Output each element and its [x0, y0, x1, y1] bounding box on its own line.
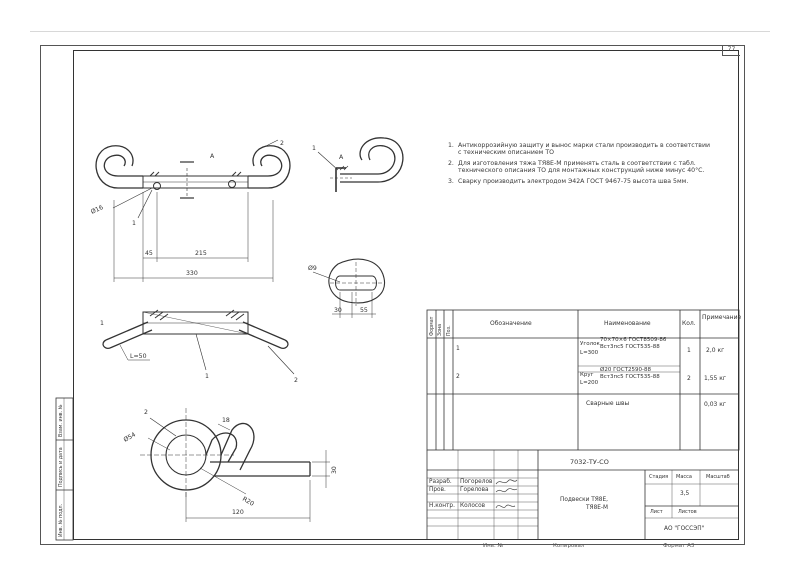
signature-check	[495, 488, 518, 493]
technical-notes: 1. Антикоррозийную защиту и вынос марки …	[448, 142, 713, 188]
spec-row1-qty: 1	[687, 347, 691, 354]
tb-scale-header: Масштаб	[706, 474, 730, 480]
scan-top-edge	[30, 31, 770, 32]
dim-330: 330	[186, 270, 198, 277]
note-item: 3. Сварку производить электродом Э42А ГО…	[448, 177, 689, 185]
bottom-stamp: Инв. № Копировал Формат А3	[73, 540, 739, 552]
callout-1-top: 1	[132, 220, 136, 227]
stamp-inv: Инв. №	[483, 543, 504, 549]
front-view	[102, 309, 295, 375]
spec-welds-note: 0,03 кг	[704, 401, 727, 408]
tb-name-dev: Погорелов	[460, 479, 493, 485]
tb-role-dev: Разраб.	[429, 479, 452, 485]
tb-mass-value: 3,5	[680, 491, 690, 497]
dim-l50: L=50	[130, 353, 147, 360]
project-code: 7032-ТУ-СО	[570, 458, 609, 466]
tb-sheets-header: Листов	[678, 509, 697, 515]
tb-mass-header: Масса	[676, 474, 692, 480]
spec-row1-name-profile: 70×70×6 ГОСТ8509-86	[600, 337, 667, 343]
dim-120: 120	[232, 509, 244, 516]
callout-1-front-left: 1	[100, 320, 104, 327]
drawing-sheet	[40, 45, 745, 545]
spec-row1-name-steel: Вст3пс5 ГОСТ535-88	[600, 344, 660, 350]
callout-a-top: А	[210, 153, 215, 160]
drawing-title-line2: ТЯ8Е-М	[586, 505, 609, 511]
dim-30-detail: 30	[334, 307, 342, 314]
hole-detail	[312, 258, 386, 318]
spec-header-name: Наименование	[604, 320, 651, 327]
dim-215: 215	[195, 250, 207, 257]
side-label-replace: Взам. инв. №	[58, 404, 64, 437]
tb-role-norm: Н.контр.	[429, 503, 455, 509]
spec-header-designation: Обозначение	[490, 320, 532, 327]
spec-row2-name-profile: Ø20 ГОСТ2590-88	[600, 367, 651, 373]
tb-role-check: Пров.	[429, 487, 446, 493]
spec-row1-note: 2,0 кг	[706, 347, 725, 354]
stamp-copy: Копировал	[553, 543, 585, 549]
stamp-format: Формат А3	[663, 543, 695, 549]
drawing-title-line1: Подвески ТЯ8Е,	[560, 497, 608, 503]
signature-dev	[495, 479, 518, 485]
side-strip-grid	[55, 397, 74, 541]
tb-name-norm: Колосов	[460, 503, 486, 509]
spec-row1-pos: 1	[456, 345, 460, 352]
callout-2-eye: 2	[144, 409, 148, 416]
spec-header-zone: Зона	[437, 324, 443, 336]
callout-2-top: 2	[280, 140, 284, 147]
dim-55-detail: 55	[360, 307, 368, 314]
spec-header-format: Формат	[429, 316, 435, 336]
tb-name-check: Горелова	[460, 487, 489, 493]
signature-norm	[495, 504, 516, 509]
note-item: 2. Для изготовления тяжа ТЯ8Е-М применят…	[448, 159, 705, 175]
callout-a-section: А	[339, 154, 344, 161]
top-view	[95, 139, 291, 282]
drawing-frame	[73, 50, 739, 540]
side-label-sign: Подпись и дата	[58, 447, 64, 487]
callout-2-front: 2	[294, 377, 298, 384]
dim-hole-d9: Ø9	[308, 264, 317, 272]
title-block-grid	[426, 450, 739, 540]
spec-row1-name-type: Уголок	[580, 341, 600, 347]
dim-18: 18	[222, 417, 230, 424]
tb-stage-header: Стадия	[649, 474, 669, 480]
spec-row2-name-length: L=200	[580, 380, 599, 386]
dim-45: 45	[145, 250, 153, 257]
spec-header-note: Примечание	[702, 314, 742, 321]
spec-row2-name-type: Круг	[580, 372, 594, 378]
callout-1-section: 1	[312, 145, 316, 152]
spec-row2-note: 1,55 кг	[704, 375, 727, 382]
spec-welds-name: Сварные швы	[586, 400, 630, 407]
tb-sheet-header: Лист	[650, 509, 663, 515]
side-label-inv: Инв. № подл.	[58, 504, 64, 537]
sheet-number: 77	[722, 45, 740, 56]
spec-header-pos: Поз.	[446, 325, 452, 336]
spec-row2-qty: 2	[687, 375, 691, 382]
eye-hook-view	[140, 408, 330, 522]
callout-1-front: 1	[205, 373, 209, 380]
organization: АО "ГОССЭП"	[664, 526, 705, 532]
spec-row1-name-length: L=300	[580, 350, 599, 356]
spec-row2-name-steel: Вст3пс5 ГОСТ535-88	[600, 374, 660, 380]
spec-header-qty: Кол.	[682, 320, 696, 327]
note-item: 1. Антикоррозийную защиту и вынос марки …	[448, 142, 710, 157]
spec-row2-pos: 2	[456, 373, 460, 380]
section-view	[317, 137, 404, 192]
spec-table-grid	[426, 309, 740, 451]
dim-30-eye: 30	[331, 466, 338, 474]
